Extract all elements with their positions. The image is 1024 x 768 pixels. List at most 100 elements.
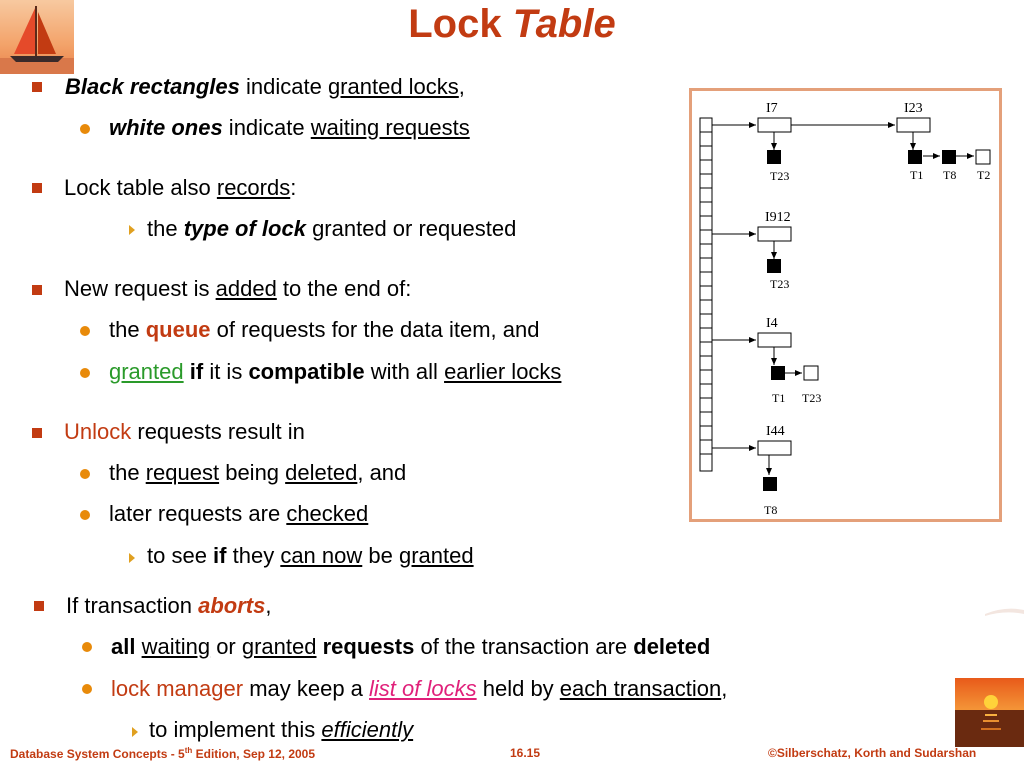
bullet-line-2: white ones indicate waiting requests [109, 115, 470, 141]
title-plain: Lock [408, 2, 513, 46]
square-bullet-icon [32, 82, 42, 92]
transaction-label: T8 [943, 168, 956, 182]
text-bold: if [189, 359, 204, 384]
text: granted or requested [305, 216, 517, 241]
bullet-line-13: all waiting or granted requests of the t… [111, 634, 710, 660]
text-underlined: added [215, 276, 277, 301]
text: of requests for the data item, and [210, 317, 540, 342]
text: held by [476, 676, 560, 701]
bullet-line-1: Black rectangles indicate granted locks, [65, 74, 465, 100]
text-underlined: deleted [285, 460, 358, 485]
text: Lock table also [64, 175, 217, 200]
text-green-underlined: granted [109, 359, 184, 384]
data-item-label: I4 [766, 316, 778, 331]
footer-page-number: 16.15 [510, 746, 541, 760]
text: requests result in [131, 419, 305, 444]
hash-table-array [699, 117, 713, 472]
text: , [265, 593, 272, 618]
bullet-line-11: to see if they can now be granted [147, 543, 474, 569]
triangle-bullet-icon [132, 727, 138, 737]
text: or [210, 634, 242, 659]
bullet-line-12: If transaction aborts, [66, 593, 271, 619]
square-bullet-icon [34, 601, 44, 611]
text-bold: deleted [633, 634, 711, 659]
text: to the end of: [276, 276, 412, 301]
text-underlined: records [216, 175, 291, 200]
text-bold: requests [322, 634, 415, 659]
text-underlined: waiting requests [310, 115, 470, 140]
text: may keep a [243, 676, 370, 701]
text: with all [364, 359, 445, 384]
square-bullet-icon [32, 285, 42, 295]
lock-table-svg: I7 I23 I912 I4 I44 T23 T1 T8 T2 T23 T1 T… [699, 101, 991, 517]
bullet-line-10: later requests are checked [109, 501, 368, 527]
bullet-line-15: to implement this efficiently [149, 717, 413, 743]
text: If transaction [66, 593, 199, 618]
transaction-label: T1 [910, 168, 923, 182]
text: indicate [239, 74, 328, 99]
square-bullet-icon [32, 428, 42, 438]
text-bold-italic: white ones [109, 115, 223, 140]
text-underlined: granted [241, 634, 317, 659]
text-red: lock manager [111, 676, 244, 701]
text-bold-red: queue [145, 317, 211, 342]
dot-bullet-icon [80, 124, 90, 134]
lock-table-diagram: I7 I23 I912 I4 I44 T23 T1 T8 T2 T23 T1 T… [689, 88, 1002, 522]
bullet-line-4: the type of lock granted or requested [147, 216, 516, 242]
slide-title: Lock Table [0, 2, 1024, 47]
text-red: Unlock [64, 419, 132, 444]
data-item-label: I7 [766, 101, 778, 116]
text: New request is [64, 276, 216, 301]
data-item-label: I912 [765, 210, 791, 225]
text: : [290, 175, 297, 200]
bullet-line-3: Lock table also records: [64, 175, 296, 201]
bullet-line-8: Unlock requests result in [64, 419, 305, 445]
bullet-line-9: the request being deleted, and [109, 460, 406, 486]
text: the [109, 460, 146, 485]
lock-request-boxes [763, 149, 991, 491]
data-item-label: I44 [766, 424, 785, 439]
transaction-label: T23 [770, 277, 789, 291]
text-italic-underlined: efficiently [321, 717, 414, 742]
text-underlined: waiting [141, 634, 211, 659]
footer-superscript: th [184, 746, 193, 755]
data-item-label: I23 [904, 101, 923, 116]
text-underlined: earlier locks [444, 359, 562, 384]
bullet-line-14: lock manager may keep a list of locks he… [111, 676, 727, 702]
text-bold-italic: Black rectangles [65, 74, 240, 99]
text: to see [147, 543, 214, 568]
footer-book-title: Database System Concepts - 5th Edition, … [10, 746, 315, 761]
text: it is [203, 359, 249, 384]
text: of the transaction are [414, 634, 634, 659]
text-bold-italic-red: aborts [198, 593, 266, 618]
dot-bullet-icon [80, 326, 90, 336]
decorative-swoosh-graphic [985, 608, 1024, 616]
text: being [219, 460, 286, 485]
text-underlined: request [145, 460, 220, 485]
text-underlined: each transaction [559, 676, 722, 701]
transaction-label: T1 [772, 391, 785, 405]
text-bold: if [213, 543, 227, 568]
footer-text: Database System Concepts - 5 [10, 747, 185, 761]
dot-bullet-icon [80, 469, 90, 479]
text-bold-italic: type of lock [183, 216, 306, 241]
text: the [147, 216, 184, 241]
transaction-label: T8 [764, 503, 777, 517]
triangle-bullet-icon [129, 553, 135, 563]
text-bold: all [111, 634, 136, 659]
text: to implement this [149, 717, 322, 742]
square-bullet-icon [32, 183, 42, 193]
footer-copyright: ©Silberschatz, Korth and Sudarshan [768, 746, 977, 760]
dot-bullet-icon [82, 642, 92, 652]
title-italic: Table [512, 2, 616, 46]
text: the [109, 317, 146, 342]
bullet-line-7: granted if it is compatible with all ear… [109, 359, 561, 385]
text: be [362, 543, 399, 568]
text: later requests are [109, 501, 287, 526]
transaction-label: T23 [770, 169, 789, 183]
text-bold: compatible [248, 359, 365, 384]
bullet-line-6: the queue of requests for the data item,… [109, 317, 539, 343]
footer-text: Edition, Sep 12, 2005 [192, 747, 316, 761]
dot-bullet-icon [82, 684, 92, 694]
text: , and [357, 460, 407, 485]
